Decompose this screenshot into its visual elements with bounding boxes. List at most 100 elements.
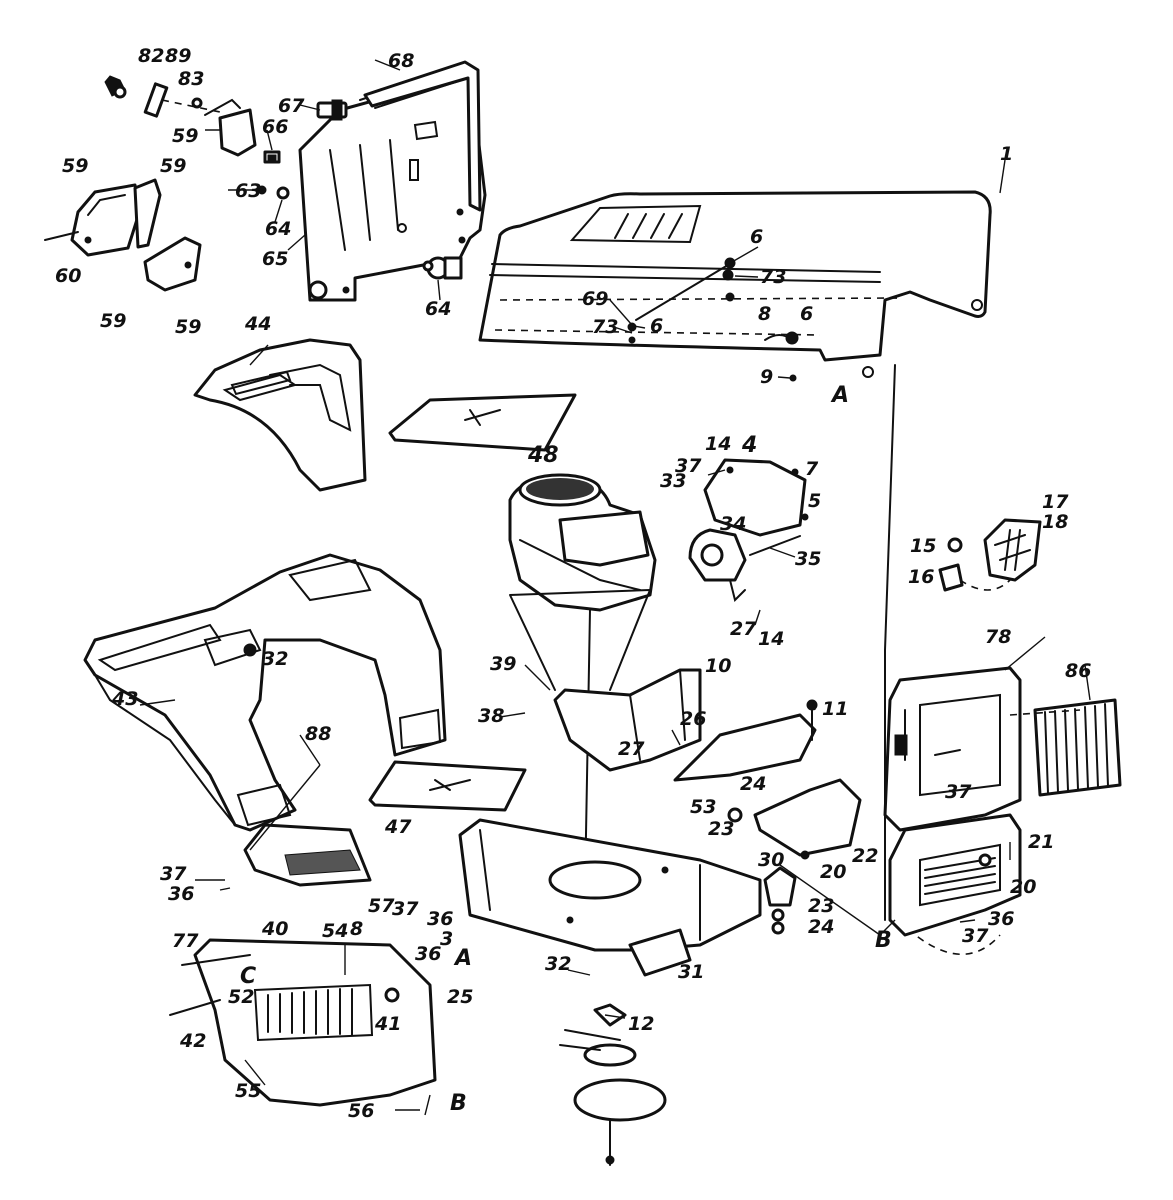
callout-78: 78 [985, 626, 1011, 648]
callout-12: 12 [628, 1013, 654, 1035]
hood-part [478, 190, 992, 378]
callout-68: 68 [388, 50, 414, 72]
callout-33: 33 [660, 470, 686, 492]
callout-63: 63 [235, 180, 261, 202]
callout-37-fender: 37 [160, 863, 187, 885]
callout-14-bottom: 14 [758, 628, 784, 650]
grille-screen [1009, 698, 1122, 797]
callout-44: 44 [244, 313, 271, 335]
callout-86: 86 [1065, 660, 1091, 682]
callout-16: 16 [908, 566, 934, 588]
callout-32-frame: 32 [545, 953, 571, 975]
callout-14-top: 14 [705, 433, 731, 455]
callout-34: 34 [720, 513, 746, 535]
callout-24-axle: 24 [808, 916, 834, 938]
callout-89: 89 [165, 45, 191, 67]
callout-42: 42 [179, 1030, 206, 1052]
callout-24-bracket: 24 [740, 773, 766, 795]
callout-59-bracket-top: 59 [62, 155, 88, 177]
seat-pan [193, 338, 367, 492]
callout-1: 1 [1000, 143, 1013, 165]
callout-20-frame: 20 [820, 861, 846, 883]
callout-59-lever: 59 [160, 155, 186, 177]
engine [508, 473, 657, 612]
callout-37-grille-lower: 37 [962, 925, 989, 947]
callout-64-switch: 64 [425, 298, 451, 320]
callout-27-mid: 27 [618, 738, 645, 760]
callout-15: 15 [910, 535, 936, 557]
callout-4: 4 [741, 433, 757, 458]
callout-36-front-b: 36 [415, 943, 441, 965]
callout-82: 82 [138, 45, 164, 67]
callout-21: 21 [1028, 831, 1054, 853]
callout-31: 31 [678, 961, 704, 983]
dash-top-trim [363, 60, 482, 212]
grille-housing-upper [883, 666, 1022, 832]
callout-38: 38 [478, 705, 504, 727]
dash-switch-parts [191, 97, 463, 280]
ref-letter-c-front: C [240, 964, 256, 989]
callout-18: 18 [1042, 511, 1068, 533]
callout-26: 26 [680, 708, 706, 730]
callout-64-dash: 64 [265, 218, 291, 240]
callout-27-top: 27 [730, 618, 757, 640]
ref-letter-b-frame: B [875, 928, 892, 953]
front-panel [169, 938, 437, 1107]
reference-letters: A A B B C [240, 383, 892, 1116]
callout-54: 54 [322, 920, 348, 942]
callout-36-fender: 36 [168, 883, 194, 905]
callout-48: 48 [527, 443, 559, 468]
callout-8-front: 8 [350, 918, 363, 940]
callout-77: 77 [172, 930, 199, 952]
callout-43: 43 [111, 688, 138, 710]
callout-37-grille-upper: 37 [945, 781, 972, 803]
callout-9: 9 [760, 366, 773, 388]
callout-59-throttle: 59 [172, 125, 198, 147]
callout-55: 55 [235, 1080, 261, 1102]
callout-30: 30 [758, 849, 784, 871]
callout-37-front: 37 [392, 898, 419, 920]
callout-22: 22 [852, 845, 878, 867]
callout-17: 17 [1042, 491, 1069, 513]
callout-6-top: 6 [750, 226, 763, 248]
callout-23-axle: 23 [808, 895, 834, 917]
leader-lines [139, 59, 1091, 1116]
floor-plate-upper [388, 393, 577, 452]
callout-52: 52 [228, 986, 254, 1008]
callout-35: 35 [795, 548, 821, 570]
chassis-frame [458, 818, 762, 977]
callout-59-bottom-right: 59 [175, 316, 201, 338]
callout-labels: 1 3 4 5 6 6 6 7 8 8 9 10 11 12 14 14 15 … [55, 45, 1091, 1122]
callout-57: 57 [368, 895, 395, 917]
callout-36-grille: 36 [988, 908, 1014, 930]
callout-32-fender: 32 [262, 648, 288, 670]
callout-73-top: 73 [760, 266, 786, 288]
headlight [938, 518, 1042, 592]
callout-67: 67 [278, 95, 305, 117]
drive-pulley [559, 1003, 667, 1166]
callout-25: 25 [447, 986, 473, 1008]
callout-5: 5 [808, 490, 821, 512]
callout-69: 69 [582, 288, 608, 310]
callout-60: 60 [55, 265, 81, 287]
callout-10: 10 [705, 655, 731, 677]
callout-37-engine: 37 [675, 455, 702, 477]
callout-36-front-a: 36 [427, 908, 453, 930]
throttle-control [104, 75, 257, 157]
callout-6-left: 6 [650, 315, 663, 337]
steering-bracket [673, 699, 862, 860]
callout-39: 39 [490, 653, 516, 675]
reference-lines [779, 864, 896, 936]
lever-bracket-group [44, 178, 202, 292]
callout-65: 65 [262, 248, 288, 270]
callout-53: 53 [690, 796, 716, 818]
callout-6-right: 6 [800, 303, 813, 325]
rear-fender [83, 553, 447, 832]
callout-20-grille: 20 [1010, 876, 1036, 898]
callout-3: 3 [440, 928, 453, 950]
grille-housing-lower [888, 813, 1022, 937]
callout-88: 88 [305, 723, 331, 745]
axle-bracket [763, 866, 797, 935]
callout-66: 66 [262, 116, 288, 138]
